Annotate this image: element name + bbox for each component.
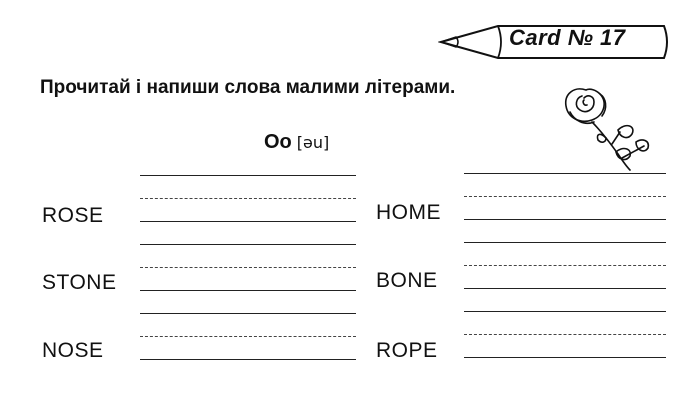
writing-guide-line — [464, 334, 666, 335]
writing-line[interactable] — [464, 173, 666, 174]
word-stone: STONE — [42, 271, 117, 294]
card-title: Card № 17 — [509, 25, 626, 50]
writing-guide-line — [140, 198, 356, 199]
writing-line[interactable] — [140, 175, 356, 176]
word-home: HOME — [376, 201, 441, 224]
writing-guide-line — [140, 336, 356, 337]
word-nose: NOSE — [42, 339, 104, 362]
writing-guide-line — [464, 265, 666, 266]
writing-line[interactable] — [464, 288, 666, 289]
instruction-text: Прочитай і напиши слова малими літерами. — [40, 77, 456, 98]
writing-line[interactable] — [140, 313, 356, 314]
word-bone: BONE — [376, 269, 438, 292]
rose-icon — [564, 88, 650, 171]
writing-line[interactable] — [140, 359, 356, 360]
writing-line[interactable] — [464, 242, 666, 243]
letter-heading: Oo[əu] — [264, 131, 329, 154]
word-rose: ROSE — [42, 204, 104, 227]
writing-line[interactable] — [464, 311, 666, 312]
pencil-icon — [438, 25, 668, 59]
writing-line[interactable] — [140, 290, 356, 291]
writing-guide-line — [464, 196, 666, 197]
writing-guide-line — [140, 267, 356, 268]
letter-pair: Oo — [264, 131, 292, 153]
phonetic-transcription: [əu] — [296, 133, 330, 152]
writing-line[interactable] — [140, 221, 356, 222]
writing-line[interactable] — [464, 219, 666, 220]
writing-line[interactable] — [140, 244, 356, 245]
word-rope: ROPE — [376, 339, 438, 362]
writing-line[interactable] — [464, 357, 666, 358]
